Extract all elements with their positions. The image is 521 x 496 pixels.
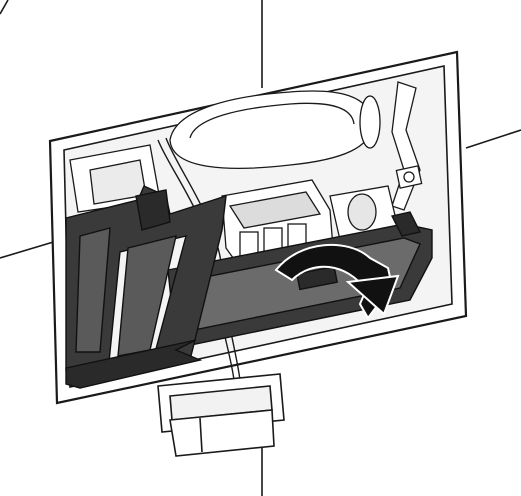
rotation-arrow-head (345, 274, 400, 316)
rotation-arrow (274, 243, 400, 320)
tile-line-horizontal-right (465, 129, 521, 149)
tile-line-horizontal-left (0, 239, 61, 259)
actuator-base-rail (65, 339, 203, 389)
tile-line-top-left (0, 0, 9, 15)
tube-connector-clip (157, 373, 285, 457)
cistern-interior (69, 81, 423, 277)
